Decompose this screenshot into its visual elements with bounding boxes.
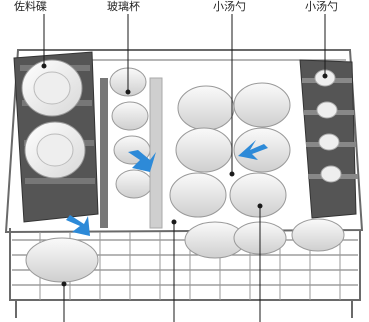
label-saucer: 佐料碟	[14, 0, 47, 13]
saucer-holder	[13, 51, 99, 223]
glass-cups	[100, 67, 163, 229]
callout-lines	[41, 14, 328, 177]
label-spoon-b: 小汤勺	[305, 0, 338, 13]
rack-frame	[4, 49, 364, 318]
spoon-holder	[299, 59, 358, 219]
label-spoon-a: 小汤勺	[213, 0, 246, 13]
direction-arrows	[66, 140, 268, 236]
label-glass-cup: 玻璃杯	[107, 0, 140, 13]
